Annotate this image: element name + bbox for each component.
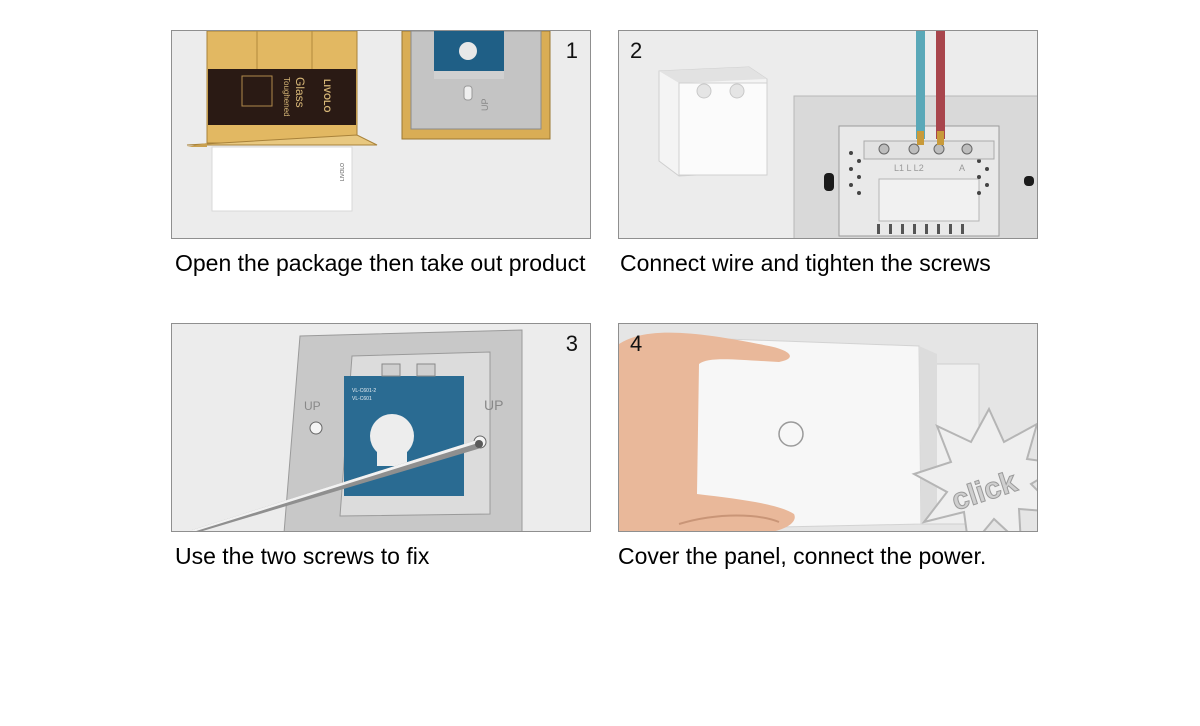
step-3-panel: VL-C601-2 VL-C601 UP UP 3 [171, 323, 591, 532]
step-4-number: 4 [630, 331, 643, 356]
step-3-illustration: VL-C601-2 VL-C601 UP UP [192, 329, 523, 531]
step-2-panel: L1 L L2 A 2 [618, 30, 1038, 239]
up-label-right: UP [484, 397, 503, 413]
board-text-2: VL-C601 [352, 396, 372, 402]
step-3-caption: Use the two screws to fix [175, 543, 430, 569]
up-label-left: UP [304, 399, 321, 413]
step-1-caption: Open the package then take out product [175, 250, 586, 276]
terminal-label-a: A [959, 163, 965, 173]
terminal-labels: L1 L L2 [894, 163, 924, 173]
box-product: Glass [293, 77, 307, 108]
step-2-number: 2 [630, 38, 643, 63]
step-4-panel: click 4 [618, 323, 1038, 532]
step-1-panel: Toughened Glass LIVOLO LIVOLO UP 1 [171, 30, 591, 239]
click-burst-icon: click [911, 406, 1037, 531]
step-1-number: 1 [565, 38, 578, 63]
box-subtitle: Toughened [282, 77, 291, 117]
box-brand: LIVOLO [322, 79, 332, 113]
step-3-number: 3 [565, 331, 578, 356]
step-2-illustration: L1 L L2 A [658, 31, 1037, 238]
step-1-illustration: Toughened Glass LIVOLO LIVOLO UP [186, 31, 551, 212]
product-sticker: LIVOLO [340, 163, 346, 181]
step-4-caption: Cover the panel, connect the power. [618, 543, 987, 569]
board-text-1: VL-C601-2 [352, 388, 376, 394]
board-up-label: UP [480, 98, 490, 111]
step-2-caption: Connect wire and tighten the screws [620, 250, 991, 276]
